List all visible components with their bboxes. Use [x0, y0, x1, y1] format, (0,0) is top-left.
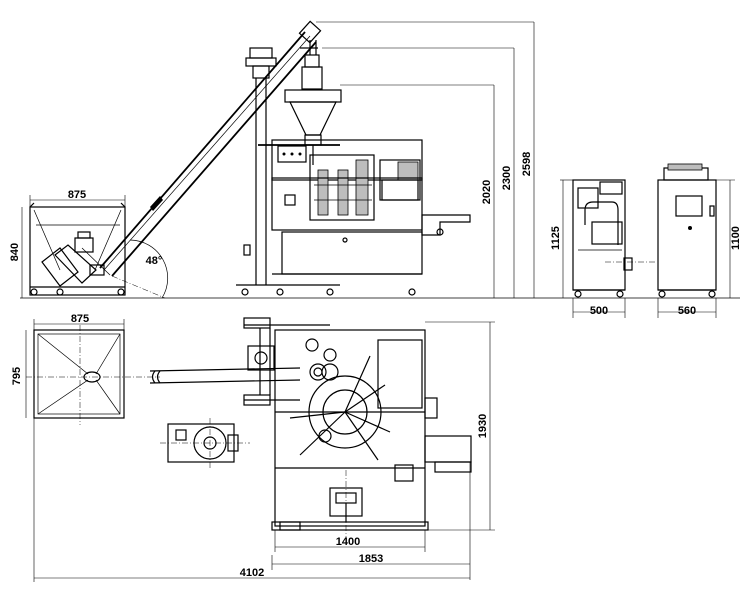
dim-plan-depth-1930: 1930 [477, 414, 489, 438]
dim-unit2-width: 560 [678, 305, 696, 317]
dim-plan-hopper-depth: 795 [11, 367, 23, 385]
dim-incline-angle: 48° [146, 255, 163, 267]
dim-plan-width-1853: 1853 [359, 553, 383, 565]
filling-machine-elevation [236, 40, 471, 296]
screw-conveyor-plan [149, 367, 301, 384]
dim-hopper-height: 840 [9, 243, 21, 261]
plan-view [25, 317, 495, 582]
dim-plan-width-1400: 1400 [336, 536, 360, 548]
dim-height-2300: 2300 [501, 166, 513, 190]
dim-unit1-width: 500 [590, 305, 608, 317]
unit1-elevation [560, 179, 655, 318]
filling-machine-plan [243, 317, 472, 540]
plan-dimensions [33, 321, 495, 582]
unit2-elevation [657, 163, 735, 318]
dim-plan-hopper-width: 875 [71, 313, 89, 325]
feed-hopper-plan [25, 319, 160, 425]
dim-total-length: 4102 [240, 567, 264, 579]
dim-height-2598: 2598 [521, 152, 533, 176]
dim-unit2-height: 1100 [730, 226, 742, 250]
dimension-labels: 875 840 48° 2020 2300 2598 1125 500 1100… [9, 152, 742, 579]
dim-hopper-width: 875 [68, 189, 86, 201]
height-dimensions [316, 21, 535, 298]
elevation-view [20, 20, 740, 318]
screw-conveyor-elevation [99, 20, 322, 299]
motor-plan [160, 418, 250, 470]
dim-height-2020: 2020 [481, 180, 493, 204]
dim-unit1-height: 1125 [550, 226, 562, 250]
feed-hopper-elevation [29, 202, 126, 296]
